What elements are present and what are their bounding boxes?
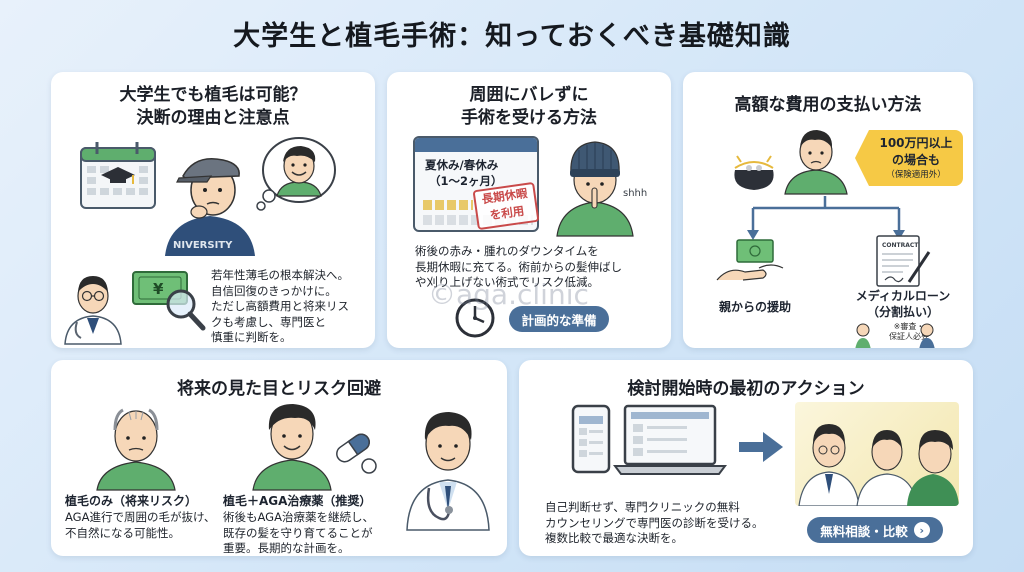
doctor-stethoscope-illustration xyxy=(406,412,490,531)
smartphone-icon xyxy=(571,404,611,474)
calendar-text-line1: 夏休み/春休み xyxy=(425,158,499,172)
branch-arrows xyxy=(747,196,905,240)
card1-text: 若年性薄毛の根本解決へ。 自信回復のきっかけに。 ただし高額費用と将来リス クも… xyxy=(211,268,371,346)
thinking-student-illustration: NIVERSITY xyxy=(165,158,255,256)
card5-text-line: 自己判断せず、専門クリニックの無料 xyxy=(545,500,740,514)
svg-text:¥: ¥ xyxy=(153,280,164,298)
guarantor-people-icon xyxy=(855,323,935,348)
card3-title: 高額な費用の支払い方法 xyxy=(734,95,922,115)
card1-text-line: 自信回復のきっかけに。 xyxy=(211,283,337,298)
clock-icon xyxy=(455,298,495,338)
card5-text-line: カウンセリングで専門医の診断を受ける。 xyxy=(545,515,764,530)
card5-text: 自己判断せず、専門クリニックの無料 カウンセリングで専門医の診断を受ける。 複数… xyxy=(545,500,805,547)
beanie-student-shush-illustration xyxy=(556,141,634,237)
card1-text-line: クも考慮し、専門医と xyxy=(211,314,326,329)
card4-title: 将来の見た目とリスク回避 xyxy=(177,379,381,399)
card2-text-line: や刈り上げない術式でリスク低減。 xyxy=(415,275,599,289)
graduation-calendar-icon xyxy=(80,142,156,209)
card1-text-line: 若年性薄毛の根本解決へ。 xyxy=(211,268,349,282)
card1-title: 大学生でも植毛は可能？ 決断の理由と注意点 xyxy=(51,84,375,130)
loan-line1: メディカルローン xyxy=(855,289,951,303)
card4-left-title: 植毛のみ（将来リスク） xyxy=(65,494,198,508)
money-magnifier-icon: ¥ xyxy=(132,271,206,331)
tag-line1: 100万円以上 xyxy=(879,136,953,150)
option-parent-support: 親からの援助 xyxy=(719,300,792,314)
card4-right-title: 植毛＋AGA治療薬（推奨） xyxy=(223,494,372,508)
page-title: 大学生と植毛手術：知っておくべき基礎知識 xyxy=(233,21,791,52)
card1-title-line1: 大学生でも植毛は可能？ xyxy=(119,85,307,105)
thinning-hair-man-illustration xyxy=(96,408,176,491)
card4-right-line: 既存の髪を守り育てることが xyxy=(223,525,373,540)
worried-student-illustration xyxy=(784,130,848,195)
card-payment-methods: 高額な費用の支払い方法 100万円以上 の場合も （保険適用外） 親からの援助 xyxy=(683,72,973,348)
coin-purse-icon xyxy=(734,155,774,190)
price-tag: 100万円以上 の場合も （保険適用外） xyxy=(855,130,963,186)
free-consultation-label: 無料相談・比較 xyxy=(820,523,908,539)
thought-bubble-happy-student xyxy=(256,137,336,211)
card5-text-line: 複数比較で最適な決断を。 xyxy=(545,531,683,545)
card2-text: 術後の赤み・腫れのダウンタイムを 長期休暇に充てる。術前からの髪伸ばし や刈り上… xyxy=(415,244,665,291)
card-college-hair-transplant: 大学生でも植毛は可能？ 決断の理由と注意点 NIVERSITY xyxy=(51,72,375,348)
card4-right-text: 術後もAGA治療薬を継続し、 既存の髪を守り育てることが 重要。長期的な計画を。 xyxy=(223,510,413,556)
card2-text-line: 長期休暇に充てる。術前からの髪伸ばし xyxy=(415,259,622,274)
contract-label: CONTRACT xyxy=(882,242,919,249)
hoodie-text: NIVERSITY xyxy=(173,240,233,251)
chevron-right-icon: › xyxy=(913,522,930,538)
card4-left-line: AGA進行で周囲の毛が抜け、 xyxy=(65,510,216,524)
tag-line3: （保険適用外） xyxy=(886,170,946,180)
card-secret-surgery: 周囲にバレずに 手術を受ける方法 夏休み/春休み （1〜2ヶ月） 長期休暇 を利… xyxy=(387,72,671,348)
shhh-text: shhh xyxy=(623,188,648,199)
card2-title: 周囲にバレずに 手術を受ける方法 xyxy=(387,84,671,130)
free-consultation-button[interactable]: 無料相談・比較 › xyxy=(807,517,943,543)
loan-line2: （分割払い） xyxy=(866,305,939,319)
tag-line2: の場合も xyxy=(891,153,940,167)
loan-note: ※審査・ 保証人必要 xyxy=(879,322,939,342)
card4-left-text: AGA進行で周囲の毛が抜け、 不自然になる可能性。 xyxy=(65,510,241,541)
card2-title-line1: 周囲にバレずに xyxy=(469,85,589,105)
planned-preparation-button[interactable]: 計画的な準備 xyxy=(509,306,609,332)
calendar-text-line2: （1〜2ヶ月） xyxy=(429,174,503,188)
card-first-action: 検討開始時の最初のアクション xyxy=(519,360,973,556)
full-hair-man-illustration xyxy=(252,404,332,491)
card1-title-line2: 決断の理由と注意点 xyxy=(136,108,290,128)
card2-text-line: 術後の赤み・腫れのダウンタイムを xyxy=(415,244,599,258)
aga-medicine-capsule-icon xyxy=(336,433,377,474)
doctor-avatar xyxy=(64,276,122,345)
right-arrow-icon xyxy=(739,432,783,462)
consultation-scene xyxy=(795,402,959,506)
card4-right-line: 重要。長期的な計画を。 xyxy=(223,541,350,555)
doctor-consultation-illustration xyxy=(798,424,959,506)
option-medical-loan: メディカルローン （分割払い） xyxy=(843,288,963,320)
card4-right-line: 術後もAGA治療薬を継続し、 xyxy=(223,510,374,524)
card-future-appearance: 将来の見た目とリスク回避 植毛のみ（将来リスク） AGA進行で周囲の毛が抜け、 … xyxy=(51,360,507,556)
loan-note-line1: ※審査・ xyxy=(893,322,925,331)
parent-support-icon xyxy=(716,239,784,281)
card4-left-line: 不自然になる可能性。 xyxy=(65,525,180,540)
card5-title: 検討開始時の最初のアクション xyxy=(627,379,865,399)
contract-icon: CONTRACT xyxy=(876,235,931,287)
laptop-icon xyxy=(613,404,727,475)
long-vacation-stamp: 長期休暇 を利用 xyxy=(472,181,540,231)
card1-text-line: 慎重に判断を。 xyxy=(211,330,292,344)
card2-title-line2: 手術を受ける方法 xyxy=(461,108,597,128)
card1-text-line: ただし高額費用と将来リス xyxy=(211,299,349,313)
loan-note-line2: 保証人必要 xyxy=(889,332,929,341)
watermark: ©aga.clinic xyxy=(428,278,589,311)
